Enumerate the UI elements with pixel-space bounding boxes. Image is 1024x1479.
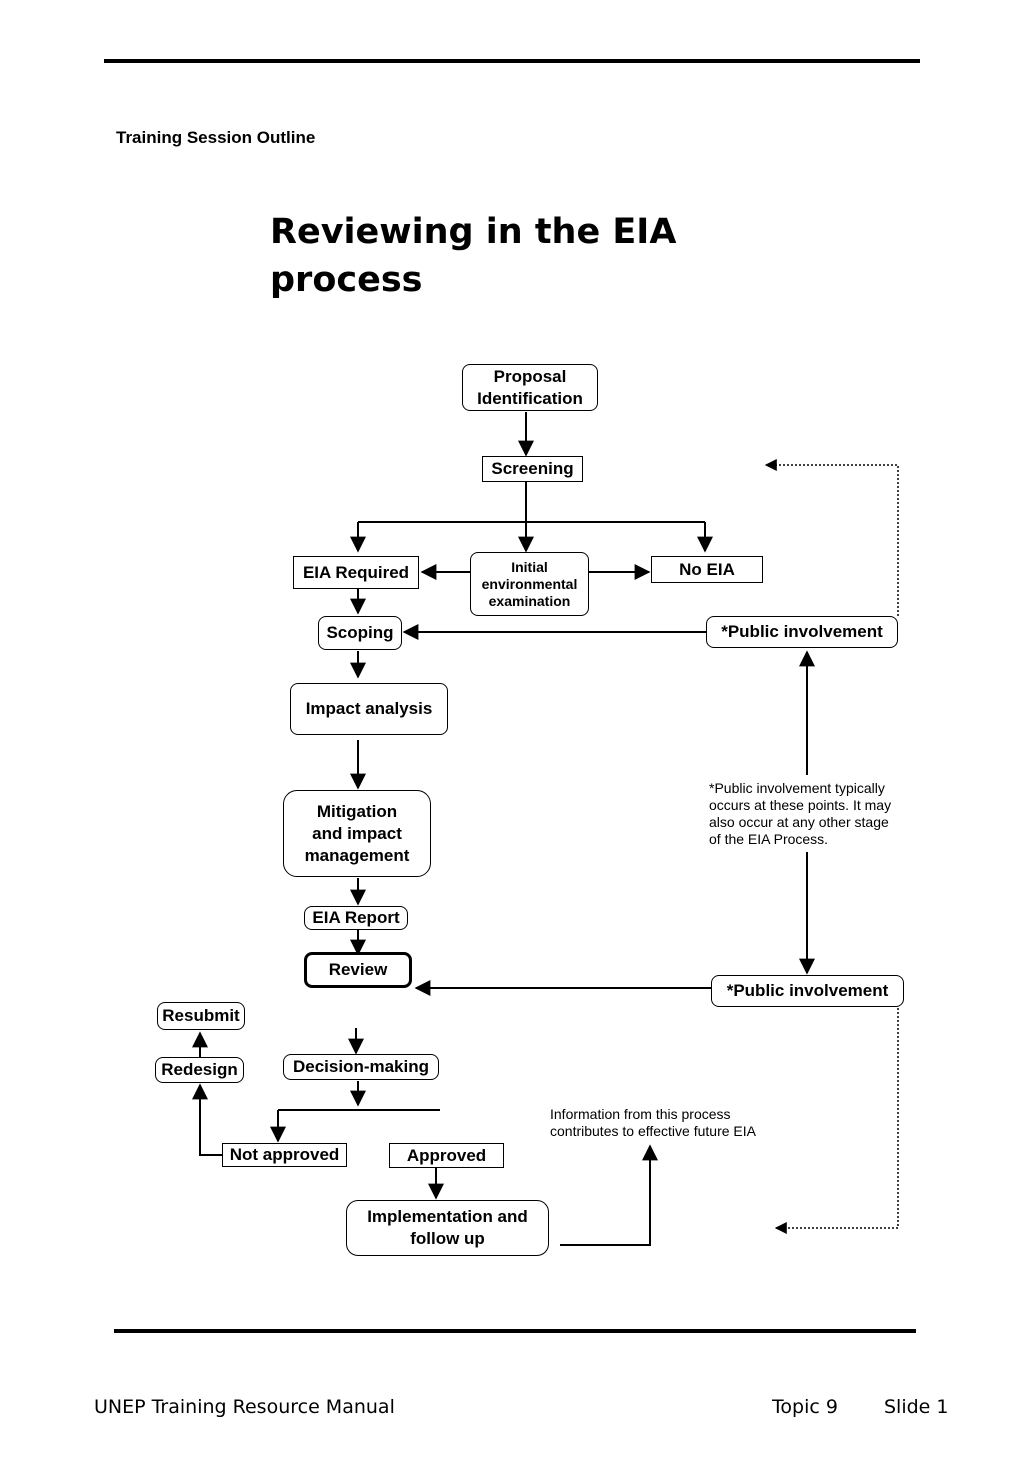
decision-making-box: Decision-making [283, 1054, 439, 1080]
proposal-identification-box: Proposal Identification [462, 364, 598, 411]
page-title: Reviewing in the EIA process [270, 208, 690, 304]
mitigation-line-3: management [304, 845, 410, 865]
proposal-line-1: Proposal [493, 366, 567, 386]
implementation-box: Implementation and follow up [346, 1200, 549, 1256]
not-approved-box: Not approved [222, 1143, 347, 1167]
public-note-line-4: of the EIA Process. [709, 831, 829, 847]
screening-label: Screening [491, 459, 574, 478]
eia-required-label: EIA Required [302, 562, 410, 582]
scoping-label: Scoping [326, 623, 394, 642]
screening-box: Screening [482, 456, 583, 482]
public-note-line-3: also occur at any other stage [709, 814, 889, 830]
info-note-line-1: Information from this process [550, 1106, 731, 1122]
implementation-line-2: follow up [410, 1229, 485, 1248]
decision-making-label: Decision-making [292, 1057, 430, 1076]
redesign-box: Redesign [155, 1057, 244, 1083]
top-rule [104, 59, 920, 63]
impact-analysis-label: Impact analysis [305, 699, 433, 718]
mitigation-line-2: and impact [312, 823, 402, 843]
impact-analysis-box: Impact analysis [290, 683, 448, 735]
not-approved-label: Not approved [229, 1145, 340, 1164]
footer-topic: Topic 9 [772, 1396, 838, 1418]
public-note-line-2: occurs at these points. It may [709, 797, 892, 813]
section-header: Training Session Outline [116, 128, 316, 147]
public-note-line-1: *Public involvement typically [709, 780, 885, 796]
initial-environmental-examination-box: Initial environmental examination [470, 552, 589, 616]
initial-exam-line-2: environmental [481, 575, 578, 592]
footer-slide: Slide 1 [884, 1396, 949, 1418]
review-label: Review [328, 960, 388, 979]
initial-exam-line-1: Initial [511, 558, 548, 575]
title-line-2: process [270, 260, 423, 300]
public-involvement-box-lower: *Public involvement [711, 975, 904, 1007]
scoping-box: Scoping [318, 616, 402, 650]
resubmit-box: Resubmit [157, 1002, 245, 1030]
initial-exam-line-3: examination [488, 592, 571, 609]
public-involvement-lower-label: *Public involvement [726, 981, 889, 1000]
resubmit-label: Resubmit [162, 1006, 240, 1025]
approved-label: Approved [406, 1145, 487, 1165]
approved-box: Approved [389, 1143, 504, 1168]
proposal-line-2: Identification [477, 388, 583, 408]
title-line-1: Reviewing in the EIA [270, 212, 677, 252]
mitigation-box: Mitigation and impact management [283, 790, 431, 877]
footer-manual-title: UNEP Training Resource Manual [94, 1396, 395, 1418]
implementation-line-1: Implementation and [367, 1207, 528, 1226]
eia-report-box: EIA Report [304, 906, 408, 930]
bottom-rule [114, 1329, 916, 1333]
no-eia-box: No EIA [651, 556, 763, 583]
public-involvement-box-upper: *Public involvement [706, 616, 898, 648]
public-involvement-upper-label: *Public involvement [721, 622, 883, 641]
mitigation-line-1: Mitigation [316, 801, 398, 821]
redesign-label: Redesign [161, 1060, 238, 1079]
information-note: Information from this process contribute… [550, 1106, 790, 1140]
no-eia-label: No EIA [679, 559, 735, 579]
eia-report-label: EIA Report [312, 908, 400, 927]
eia-required-box: EIA Required [293, 556, 419, 589]
review-box: Review [304, 952, 412, 988]
info-note-line-2: contributes to effective future EIA [550, 1123, 756, 1139]
public-involvement-note: *Public involvement typically occurs at … [709, 780, 914, 848]
